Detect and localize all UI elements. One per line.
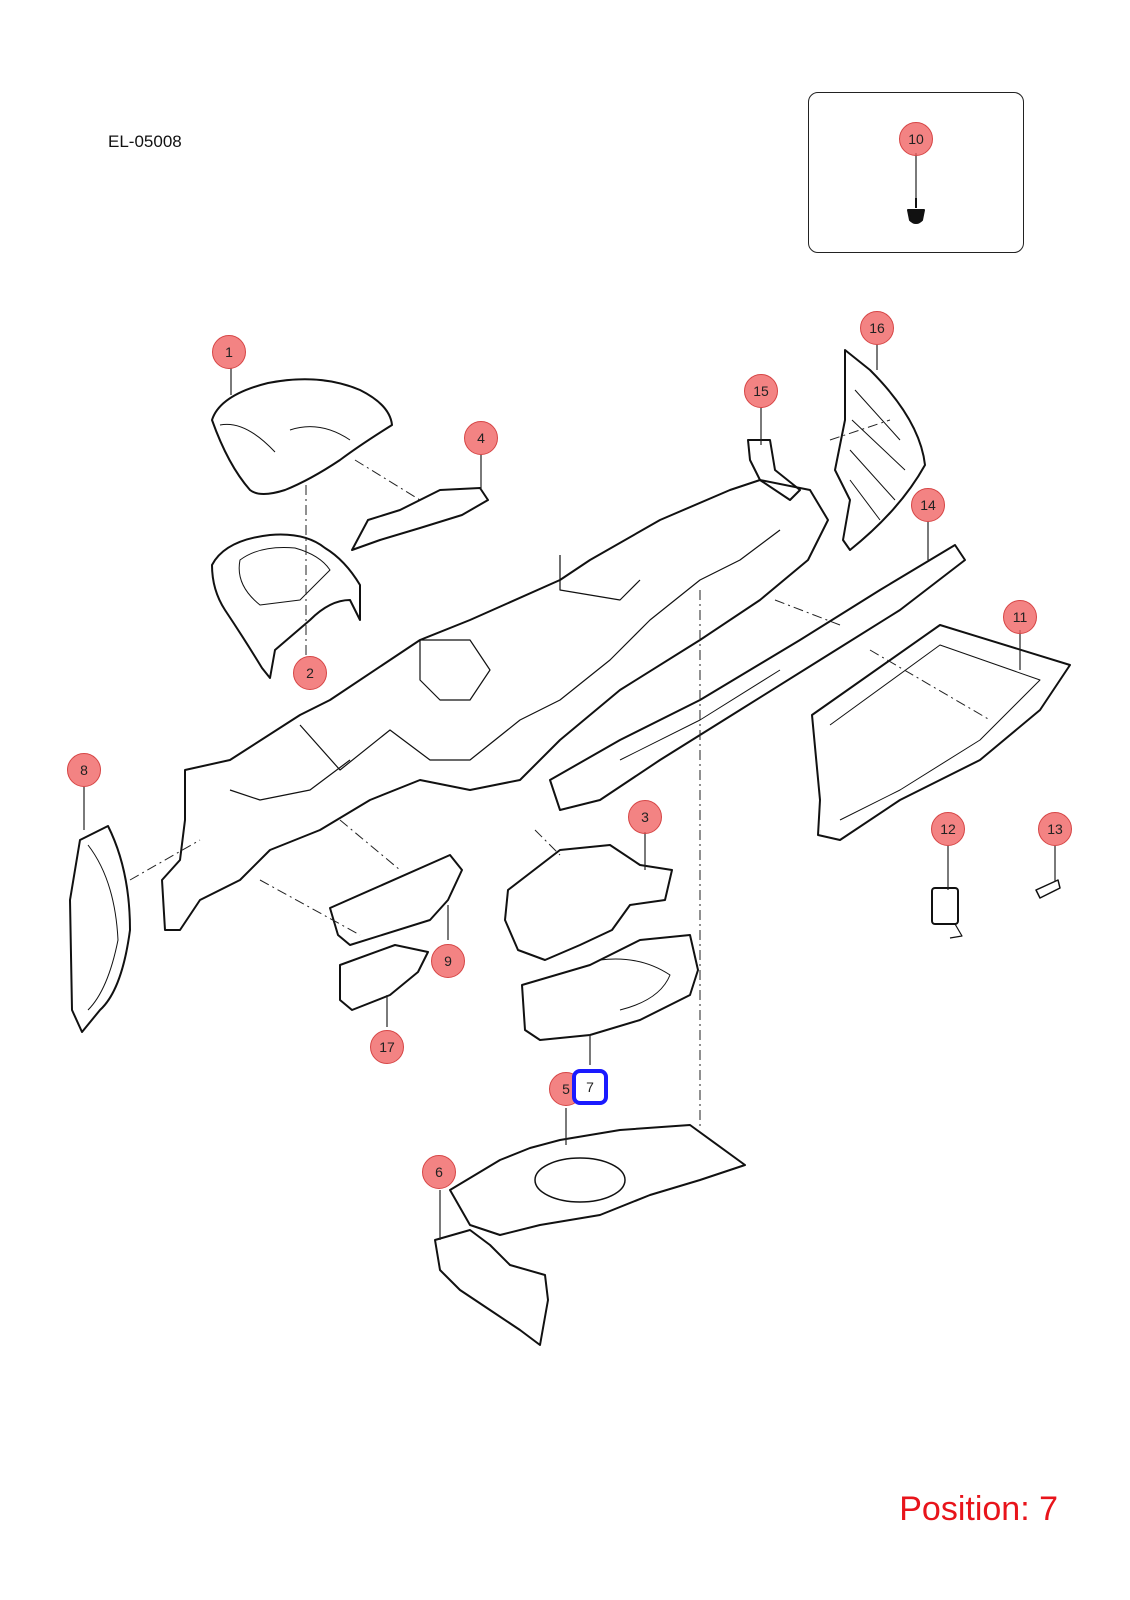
callout-7-selected[interactable]: 7 (572, 1069, 608, 1105)
part-9-trim (329, 854, 463, 946)
part-11-glovebox (811, 624, 1071, 841)
part-1-top-cover (211, 378, 393, 495)
callout-2[interactable]: 2 (293, 656, 327, 690)
part-main-frame (161, 479, 829, 931)
callout-14[interactable]: 14 (911, 488, 945, 522)
part-7-column-cover (521, 934, 699, 1041)
callout-16[interactable]: 16 (860, 311, 894, 345)
part-15-bracket (747, 439, 801, 501)
part-14-trim-strip (549, 544, 966, 811)
callout-17[interactable]: 17 (370, 1030, 404, 1064)
callout-10[interactable]: 10 (899, 122, 933, 156)
callout-1[interactable]: 1 (212, 335, 246, 369)
callout-8[interactable]: 8 (67, 753, 101, 787)
part-3-shroud (504, 844, 673, 961)
fastener-inset-box (808, 92, 1024, 253)
callout-4[interactable]: 4 (464, 421, 498, 455)
part-5-undercover (449, 1124, 746, 1236)
part-16-side-grille (834, 349, 926, 551)
part-12-switch (931, 887, 959, 925)
callout-13[interactable]: 13 (1038, 812, 1072, 846)
part-13-clip (1035, 879, 1061, 899)
callout-6[interactable]: 6 (422, 1155, 456, 1189)
callout-12[interactable]: 12 (931, 812, 965, 846)
callout-3[interactable]: 3 (628, 800, 662, 834)
part-2-cluster-housing (211, 533, 361, 679)
diagram-code: EL-05008 (108, 132, 182, 151)
part-8-side-panel (69, 825, 131, 1033)
callout-9[interactable]: 9 (431, 944, 465, 978)
part-10-fastener (907, 198, 925, 224)
part-6-knee-bolster (434, 1229, 549, 1346)
part-17-bezel (339, 944, 429, 1011)
callout-11[interactable]: 11 (1003, 600, 1037, 634)
part-4-vent (351, 487, 489, 551)
position-label: Position: 7 (899, 1490, 1058, 1528)
callout-15[interactable]: 15 (744, 374, 778, 408)
